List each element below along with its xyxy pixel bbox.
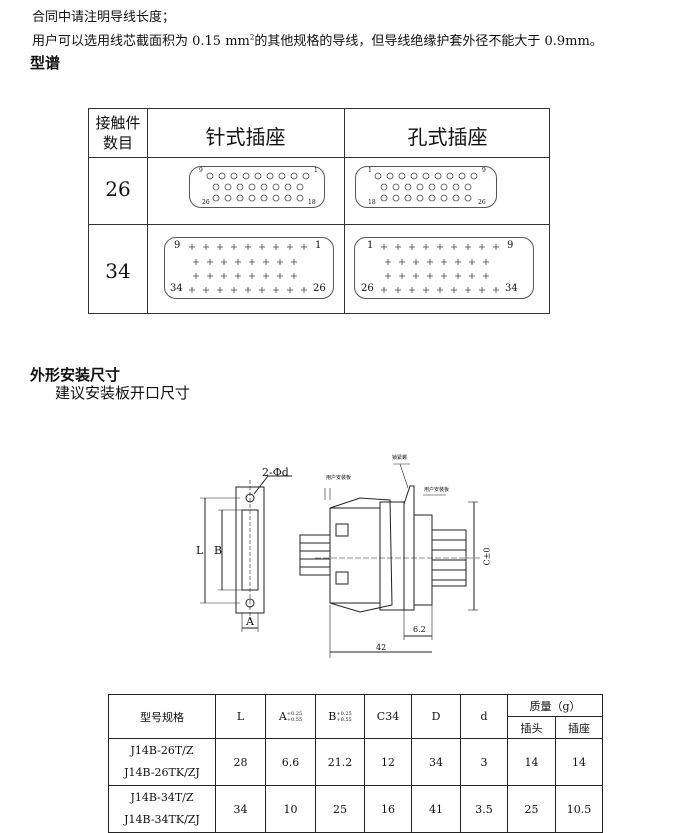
count-26: 26	[105, 177, 131, 201]
th-mass: 质量（g）	[507, 694, 603, 717]
header-pin-socket: 针式插座	[205, 125, 286, 149]
th-B-tol-dn: +0.55	[336, 717, 352, 723]
th-plug: 插头	[507, 716, 556, 739]
row2-B: 25	[315, 785, 365, 833]
th-B-tol-up: +0.25	[336, 711, 352, 717]
outline-subheading: 建议安装板开口尺寸	[55, 384, 191, 402]
pin26-label-tr: 1	[314, 167, 318, 174]
th-A-tol-up: +0.25	[286, 711, 303, 717]
note-wire-spec-sup: 2	[249, 33, 255, 42]
label-user-panel-left: 用户安装板	[326, 475, 352, 481]
pin-grid-26-socket	[374, 172, 478, 202]
label-C: C±0	[482, 547, 492, 566]
label-A: A	[246, 615, 254, 628]
label-42: 42	[376, 643, 387, 652]
pin-layout-34-socket: 1 9 26 34	[354, 237, 534, 299]
pin-crosses	[189, 244, 307, 293]
th-B: B+0.25+0.55	[315, 694, 365, 739]
row1-A: 6.6	[265, 738, 316, 786]
th-model: 型号规格	[108, 694, 216, 739]
type-heading: 型谱	[30, 54, 61, 72]
pin-layout-34-pin: 9 1 34 26	[164, 237, 334, 299]
header-hole-socket: 孔式插座	[407, 125, 488, 149]
th-L: L	[215, 694, 266, 739]
sock34-label-tr: 9	[507, 240, 514, 251]
plug-shell	[379, 501, 405, 611]
row2-C: 16	[364, 785, 412, 833]
sock26-label-bl: 18	[368, 199, 376, 206]
row1-C: 12	[364, 738, 412, 786]
row1-model1: J14B-26T/Z	[130, 744, 194, 757]
row2-model1: J14B-34T/Z	[130, 791, 194, 804]
spec-table: 型号规格 L A+0.25+0.55 B+0.25+0.55 C34 D d 质…	[108, 694, 603, 833]
label-user-panel-right: 用户安装板	[424, 487, 450, 493]
pin-layout-26-socket: 1 9 18 26	[355, 166, 497, 208]
plug-screw-top	[335, 523, 349, 537]
plug-screw-bottom	[335, 571, 349, 585]
plug-pins-left	[299, 534, 331, 576]
note-wire-spec: 用户可以选用线芯截面积为 0.15 mm2的其他规格的导线，但导线绝缘护套外径不…	[32, 30, 603, 49]
row2-socket: 10.5	[555, 785, 603, 833]
row1-model2: J14B-26TK/ZJ	[124, 766, 200, 779]
row2-plug: 25	[507, 785, 556, 833]
row1-D: 34	[411, 738, 461, 786]
th-A: A+0.25+0.55	[265, 694, 316, 739]
row1-d: 3	[460, 738, 508, 786]
row2-D: 41	[411, 785, 461, 833]
plug-body	[329, 507, 381, 604]
sock26-label-tl: 1	[368, 167, 372, 174]
pin34-label-tr: 1	[315, 240, 322, 251]
sock26-label-tr: 9	[482, 167, 486, 174]
th-A-label: A	[278, 710, 287, 723]
sock26-label-br: 26	[478, 199, 486, 206]
pin26-label-br: 18	[308, 199, 316, 206]
note-wire-spec-a: 用户可以选用线芯截面积为 0.15 mm	[32, 34, 250, 49]
header-contact-count: 接触件数目	[95, 114, 141, 152]
pin26-label-tl: 9	[199, 167, 203, 174]
sock34-label-tl: 1	[367, 240, 374, 251]
count-34: 34	[105, 259, 131, 283]
label-screw: 锁紧螺	[392, 455, 408, 461]
note-wire-spec-b: 的其他规格的导线，但导线绝缘护套外径不能大于 0.9mm。	[254, 34, 603, 49]
th-C34: C34	[364, 694, 412, 739]
label-B: B	[214, 544, 223, 557]
pin34-label-br: 26	[313, 283, 326, 294]
pin-grid-34-socket	[381, 244, 499, 293]
row1-L: 28	[215, 738, 266, 786]
spec-row: J14B-26T/Z J14B-26TK/ZJ 28 6.6 21.2 12 34…	[108, 738, 603, 786]
socket-flange	[413, 514, 433, 606]
row2-L: 34	[215, 785, 266, 833]
row1-socket: 14	[555, 738, 603, 786]
pin-grid-34-pin	[189, 244, 307, 293]
label-6-2: 6.2	[413, 625, 426, 634]
pin26-label-bl: 26	[202, 199, 210, 206]
type-table: 接触件数目 针式插座 孔式插座 26 34 9 1 26 18 1 9 18 2	[88, 108, 550, 314]
th-socket: 插座	[555, 716, 603, 739]
note-wire-length: 合同中请注明导线长度；	[32, 10, 176, 25]
pin-grid-26-pin	[206, 172, 310, 202]
th-A-tol-dn: +0.55	[286, 717, 303, 723]
row1-B: 21.2	[315, 738, 365, 786]
label-L: L	[196, 544, 204, 557]
pin34-label-bl: 34	[170, 283, 183, 294]
row2-model2: J14B-34TK/ZJ	[124, 813, 200, 826]
row2-A: 10	[265, 785, 316, 833]
pin34-label-tl: 9	[174, 240, 181, 251]
spec-row: J14B-34T/Z J14B-34TK/ZJ 34 10 25 16 41 3.…	[108, 785, 603, 833]
row2-d: 3.5	[460, 785, 508, 833]
sock34-label-bl: 26	[361, 283, 374, 294]
mounting-drawing	[200, 463, 480, 658]
pin-layout-26-pin: 9 1 26 18	[189, 166, 325, 208]
th-D: D	[411, 694, 461, 739]
th-B-label: B	[328, 710, 337, 723]
row1-plug: 14	[507, 738, 556, 786]
th-d: d	[460, 694, 508, 739]
label-2phid: 2-Φd	[262, 466, 289, 479]
sock34-label-br: 34	[505, 283, 518, 294]
outline-heading: 外形安装尺寸	[30, 366, 121, 384]
